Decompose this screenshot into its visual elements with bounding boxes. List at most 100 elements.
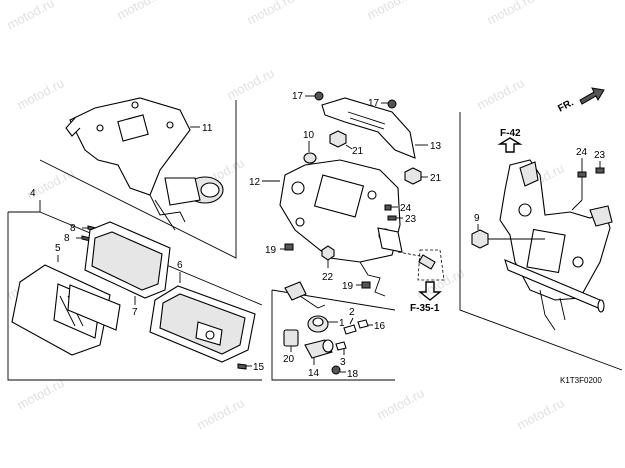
callout-24: 24 [576,147,588,158]
callout-14: 14 [308,368,320,379]
watermark: motod.ru [224,65,276,102]
bracket-window [117,114,149,142]
bracket-wire [149,194,186,223]
watermark: motod.ru [14,75,66,112]
callout-12: 12 [249,177,261,188]
switch-frame [271,290,395,381]
stay-window [313,174,365,218]
callout-22: 22 [322,272,334,283]
callout-3: 3 [340,357,346,368]
ref-box [417,249,445,281]
bracket-hole [131,101,139,109]
bolt [387,215,397,221]
washer [577,171,587,178]
callout-6: 6 [177,260,183,271]
callout-8: 8 [64,233,70,244]
watermark: motod.ru [194,395,246,432]
bracket-hole [166,121,174,129]
bracket-tab [519,161,539,187]
stay-hole [367,190,377,200]
mount-bracket-assembly: FR. F-42 9 24 23 [471,87,613,331]
watermark-layer: motod.ru motod.ru motod.ru motod.ru moto… [4,0,566,433]
callout-9: 9 [474,213,480,224]
meter-case-face [91,231,163,291]
callout-23: 23 [594,150,606,161]
bracket-boss-bore [200,182,220,198]
switch-wire [299,295,326,309]
switch-connector [284,281,307,301]
pipe-end [597,299,605,313]
watermark: motod.ru [14,375,66,412]
callout-10: 10 [303,130,315,141]
watermark: motod.ru [364,0,416,23]
meter-gasket [67,284,121,331]
harness-wire [359,261,386,297]
bracket-stay [539,289,556,331]
watermark: motod.ru [114,0,166,23]
leader-line [349,317,354,325]
leader-line [345,144,353,150]
nut [331,365,341,375]
spring-clip [357,319,369,329]
callout-5: 5 [55,243,61,254]
callout-19: 19 [342,281,354,292]
screw [237,363,247,370]
bracket-plate [69,97,191,196]
bracket-boss [572,256,584,268]
washer [384,204,392,211]
watermark: motod.ru [484,0,536,28]
socket [283,329,299,347]
arrow-up-icon [497,137,523,153]
bracket-hole [96,124,104,132]
arrow-down-icon [418,281,442,301]
bracket-window [526,228,566,274]
callout-17: 17 [292,91,304,102]
cover-rib [349,117,385,130]
upper-bracket-frame [39,100,237,259]
callout-23: 23 [405,214,417,225]
front-arrow-icon [579,87,605,105]
cover-rib [347,111,386,125]
collar [303,152,317,164]
callout-17: 17 [368,98,380,109]
grommet [329,130,347,148]
connector-plug [418,254,436,270]
callout-21: 21 [352,146,364,157]
stay-boss [291,181,305,195]
meter-assembly: 4 8 8 7 5 6 15 [11,188,265,373]
switch-knob [312,317,324,327]
mount-bracket [499,159,611,301]
center-stay-assembly: 13 17 17 21 21 10 12 24 23 [249,91,445,314]
callout-7: 7 [132,307,138,318]
leader-line [571,199,583,211]
callout-8: 8 [70,223,76,234]
switch-cylinder-end [322,339,334,353]
grommet [471,229,489,249]
callout-13: 13 [430,141,442,152]
bracket-boss [518,203,532,217]
callout-16: 16 [374,321,386,332]
front-direction-label: FR. [556,97,576,114]
watermark: motod.ru [474,75,526,112]
watermark: motod.ru [244,0,296,28]
bracket-wire [154,199,176,231]
stay-cover [321,97,416,159]
grommet [404,167,422,185]
bolt [595,167,605,174]
stay-arm [377,227,403,253]
callout-24: 24 [400,203,412,214]
clip [321,245,335,261]
stay-hole [295,217,305,227]
callout-15: 15 [253,362,265,373]
switch-bracket [343,324,357,335]
switch-parts: 1 16 2 20 14 3 18 [283,281,386,380]
bracket-tab [589,205,613,227]
watermark: motod.ru [4,0,56,33]
callout-19: 19 [265,245,277,256]
meter-assembly-frame-left [7,212,262,381]
callout-21: 21 [430,173,442,184]
bolt [387,99,397,109]
meter-connector-pin [205,330,215,340]
